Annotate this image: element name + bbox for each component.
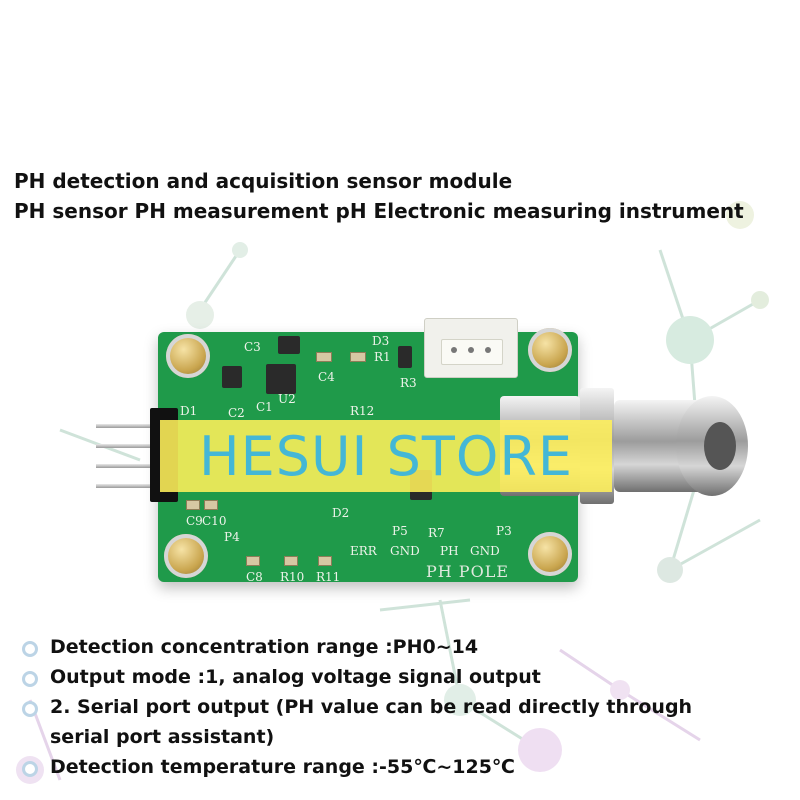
- mounting-screw-top-left: [166, 334, 210, 378]
- label-gnd-2: GND: [470, 544, 500, 558]
- capacitor-c4: [316, 352, 332, 362]
- resistor-r11: [318, 556, 332, 566]
- label-r12: R12: [350, 404, 375, 418]
- label-c2: C2: [228, 406, 245, 420]
- mounting-screw-bottom-left: [164, 534, 208, 578]
- label-c8: C8: [246, 570, 263, 584]
- label-c9: C9: [186, 514, 203, 528]
- feature-item: Output mode :1, analog voltage signal ou…: [16, 662, 796, 692]
- chip-u2: [266, 364, 296, 394]
- label-err: ERR: [350, 544, 377, 558]
- feature-item: Detection temperature range :-55℃~125℃: [16, 752, 796, 782]
- feature-item: 2. Serial port output (PH value can be r…: [16, 692, 796, 722]
- capacitor-c8: [246, 556, 260, 566]
- label-c10: C10: [202, 514, 227, 528]
- bullet-circle-icon: [22, 641, 38, 657]
- label-ph: PH: [440, 544, 459, 558]
- mounting-screw-bottom-right: [528, 532, 572, 576]
- feature-list: Detection concentration range :PH0~14 Ou…: [16, 632, 796, 782]
- label-p4: P4: [224, 530, 240, 544]
- label-c1: C1: [256, 400, 273, 414]
- label-c3: C3: [244, 340, 261, 354]
- resistor-r10: [284, 556, 298, 566]
- label-r1: R1: [374, 350, 391, 364]
- label-d3: D3: [372, 334, 390, 348]
- title-line-1: PH detection and acquisition sensor modu…: [14, 169, 513, 193]
- bullet-circle-icon: [22, 671, 38, 687]
- store-watermark-banner: HESUI STORE: [160, 420, 612, 492]
- label-c4: C4: [318, 370, 335, 384]
- label-r11: R11: [316, 570, 341, 584]
- capacitor-c10: [204, 500, 218, 510]
- label-d1: D1: [180, 404, 198, 418]
- label-p5: P5: [392, 524, 408, 538]
- component-c2: [222, 366, 242, 388]
- label-r10: R10: [280, 570, 305, 584]
- store-watermark-text: HESUI STORE: [198, 424, 574, 488]
- capacitor-c9: [186, 500, 200, 510]
- xh-connector: [424, 318, 518, 378]
- label-r3: R3: [400, 376, 417, 390]
- feature-item-continuation: serial port assistant): [50, 726, 275, 748]
- bullet-circle-icon: [22, 701, 38, 717]
- label-gnd-1: GND: [390, 544, 420, 558]
- component-d3: [398, 346, 412, 368]
- label-u2: U2: [278, 392, 296, 406]
- feature-item: Detection concentration range :PH0~14: [16, 632, 796, 662]
- header-pins: [96, 418, 166, 498]
- mounting-screw-top-right: [528, 328, 572, 372]
- component-c3: [278, 336, 300, 354]
- label-r7: R7: [428, 526, 445, 540]
- title-block: PH detection and acquisition sensor modu…: [14, 166, 744, 226]
- label-p3: P3: [496, 524, 512, 538]
- label-d2: D2: [332, 506, 350, 520]
- label-ph-pole: PH POLE: [426, 562, 509, 581]
- title-line-2: PH sensor PH measurement pH Electronic m…: [14, 199, 744, 223]
- bullet-circle-icon: [22, 761, 38, 777]
- resistor-r1: [350, 352, 366, 362]
